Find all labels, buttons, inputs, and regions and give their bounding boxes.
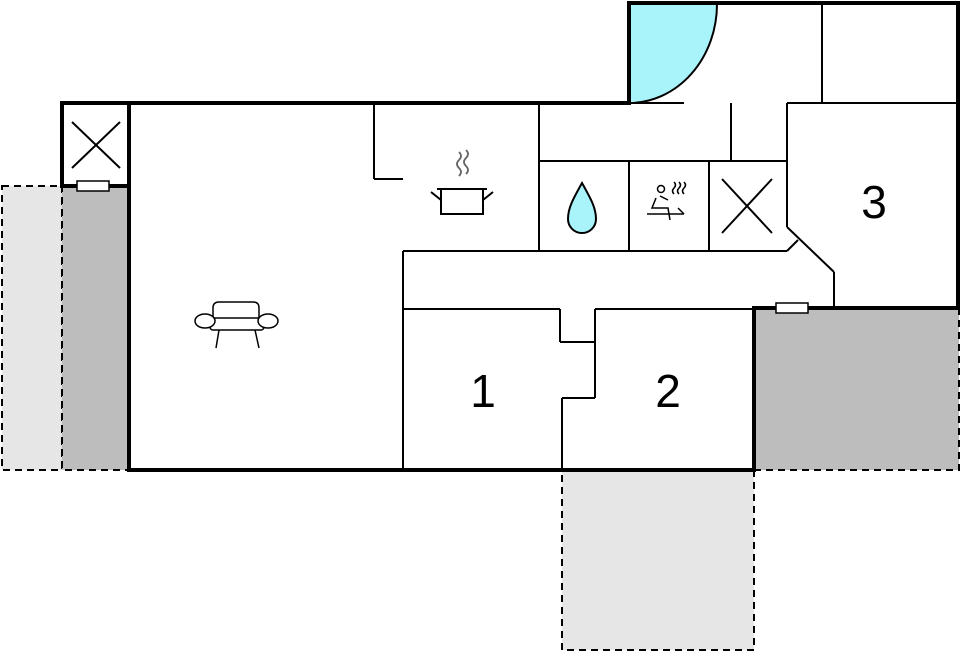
terrace-left-dark xyxy=(61,185,130,471)
window-right xyxy=(775,302,809,314)
storage-cross-icon xyxy=(721,178,773,234)
terrace-right xyxy=(753,308,960,471)
entrance-door-swing xyxy=(628,3,719,105)
room-label-2: 2 xyxy=(655,365,681,417)
terrace-bottom xyxy=(561,469,755,651)
window-left xyxy=(76,180,110,192)
sauna-icon xyxy=(647,181,687,221)
room-label-3: 3 xyxy=(861,176,887,228)
interior-walls xyxy=(373,4,958,470)
water-drop-icon xyxy=(566,180,598,234)
terraces xyxy=(1,185,960,651)
room-label-1: 1 xyxy=(470,365,496,417)
shaft-cross-icon xyxy=(71,121,121,169)
sofa-icon xyxy=(194,301,279,349)
kitchen-pot-icon xyxy=(430,149,494,215)
terrace-left-light xyxy=(1,185,63,471)
